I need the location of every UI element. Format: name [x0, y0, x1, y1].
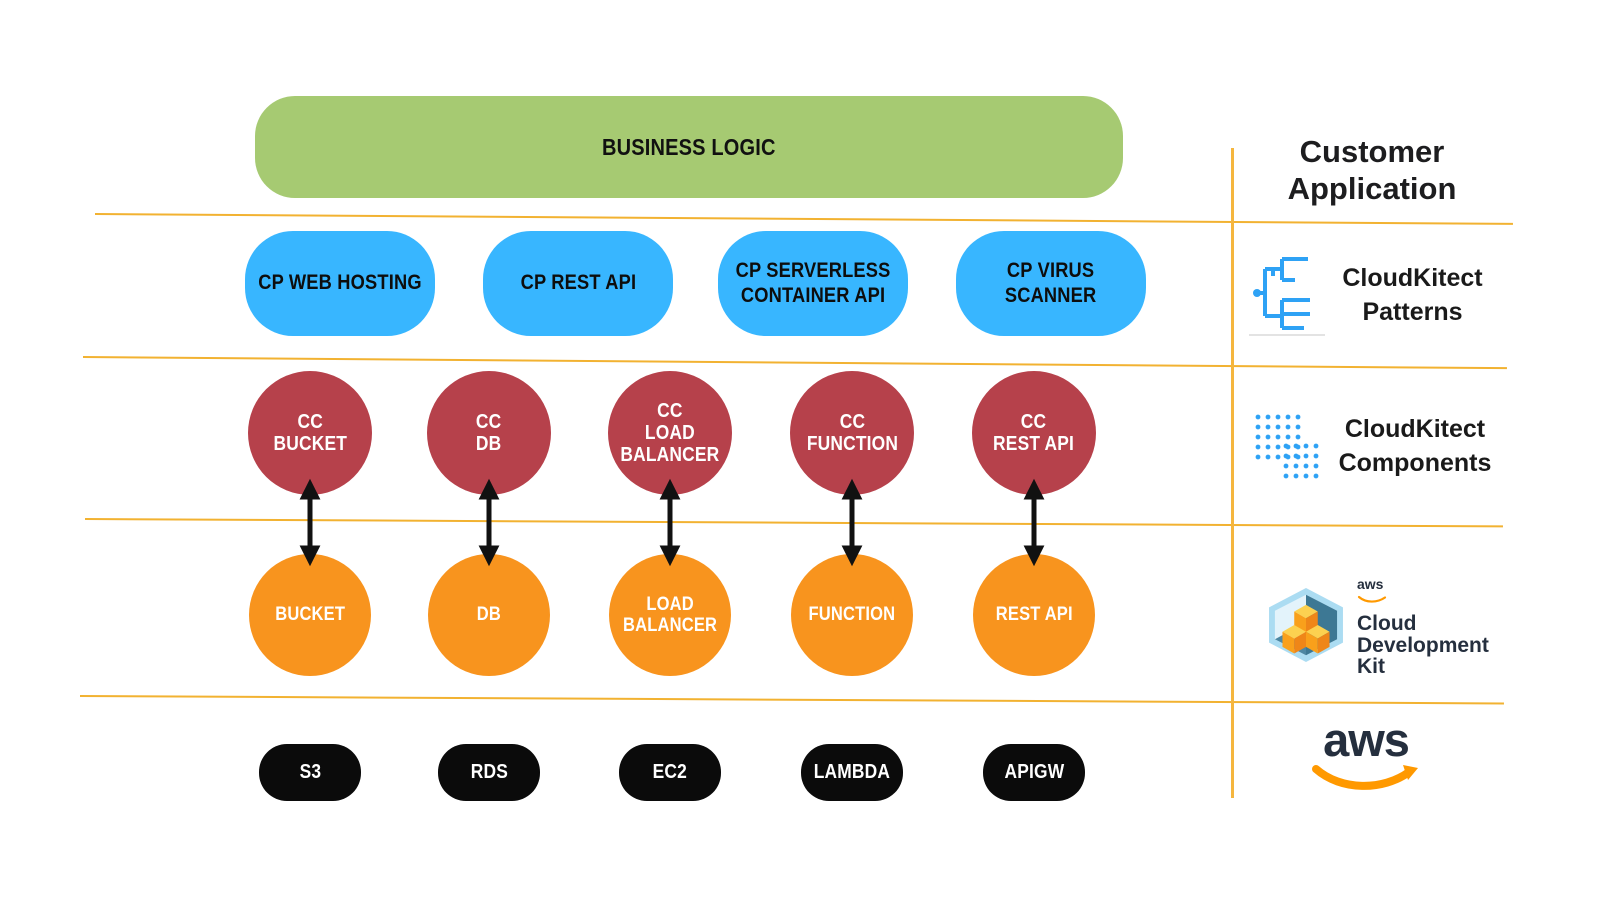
customer-application-label: Customer Application — [1287, 134, 1457, 206]
component-circle-load-balancer: CC LOAD BALANCER — [608, 371, 732, 495]
component-label: CC LOAD BALANCER — [620, 400, 720, 466]
aws-logo: aws — [1306, 716, 1426, 801]
pattern-pill-virus-scanner: CP VIRUS SCANNER — [956, 231, 1146, 336]
aws-pill-ec2: EC2 — [619, 744, 721, 801]
business-logic-label: BUSINESS LOGIC — [602, 133, 776, 160]
cdk-name-label: Cloud Development Kit — [1357, 612, 1489, 678]
pattern-label: CP REST API — [520, 271, 636, 295]
aws-pill-s3: S3 — [259, 744, 361, 801]
cloudkitect-patterns-label: CloudKitect Patterns — [1342, 264, 1483, 326]
cdk-label: DB — [476, 604, 502, 626]
aws-wordmark-small: aws — [1357, 576, 1384, 592]
pattern-label: CP VIRUS SCANNER — [1005, 259, 1097, 307]
cdk-label-block: aws Cloud Development Kit — [1357, 577, 1489, 678]
component-label: CC FUNCTION — [806, 411, 898, 455]
dots-icon — [1281, 441, 1323, 481]
cdk-circle-bucket: BUCKET — [249, 554, 371, 676]
aws-smile-icon — [1357, 595, 1387, 603]
aws-pill-apigw: APIGW — [983, 744, 1085, 801]
component-label: CC BUCKET — [273, 411, 347, 455]
cloudkitect-components-label: CloudKitect Components — [1338, 415, 1492, 477]
business-logic-box: BUSINESS LOGIC — [255, 96, 1123, 198]
cdk-label: REST API — [995, 604, 1073, 626]
component-label: CC DB — [476, 411, 502, 455]
cdk-circle-db: DB — [428, 554, 550, 676]
aws-service-label: LAMBDA — [813, 761, 891, 783]
divider-line-4 — [79, 695, 1504, 705]
tree-icon — [1253, 257, 1310, 330]
component-circle-bucket: CC BUCKET — [248, 371, 372, 495]
cdk-hexagon-icon — [1269, 588, 1343, 662]
pattern-pill-serverless-container-api: CP SERVERLESS CONTAINER API — [718, 231, 908, 336]
aws-service-label: S3 — [299, 761, 321, 783]
cdk-circle-rest-api: REST API — [973, 554, 1095, 676]
divider-line-vertical — [1231, 148, 1234, 798]
aws-service-label: APIGW — [1004, 761, 1064, 783]
aws-smile-icon — [1312, 765, 1418, 790]
divider-line-1 — [94, 213, 1513, 225]
cdk-label: FUNCTION — [808, 604, 896, 626]
aws-service-label: RDS — [470, 761, 508, 783]
aws-service-label: EC2 — [652, 761, 688, 783]
pattern-pill-web-hosting: CP WEB HOSTING — [245, 231, 435, 336]
pattern-label: CP WEB HOSTING — [258, 271, 422, 295]
pattern-pill-rest-api: CP REST API — [483, 231, 673, 336]
divider-line-3 — [84, 518, 1503, 528]
cdk-label: LOAD BALANCER — [622, 593, 718, 636]
pattern-label: CP SERVERLESS CONTAINER API — [735, 259, 891, 307]
component-label: CC REST API — [993, 411, 1075, 455]
component-circle-rest-api: CC REST API — [972, 371, 1096, 495]
aws-pill-lambda: LAMBDA — [801, 744, 903, 801]
divider-line-2 — [82, 356, 1507, 370]
cdk-circle-load-balancer: LOAD BALANCER — [609, 554, 731, 676]
cdk-label: BUCKET — [275, 604, 345, 626]
aws-pill-rds: RDS — [438, 744, 540, 801]
tree-icon-underline — [1249, 334, 1325, 336]
component-circle-db: CC DB — [427, 371, 551, 495]
component-circle-function: CC FUNCTION — [790, 371, 914, 495]
aws-wordmark: aws — [1323, 713, 1410, 766]
cdk-circle-function: FUNCTION — [791, 554, 913, 676]
